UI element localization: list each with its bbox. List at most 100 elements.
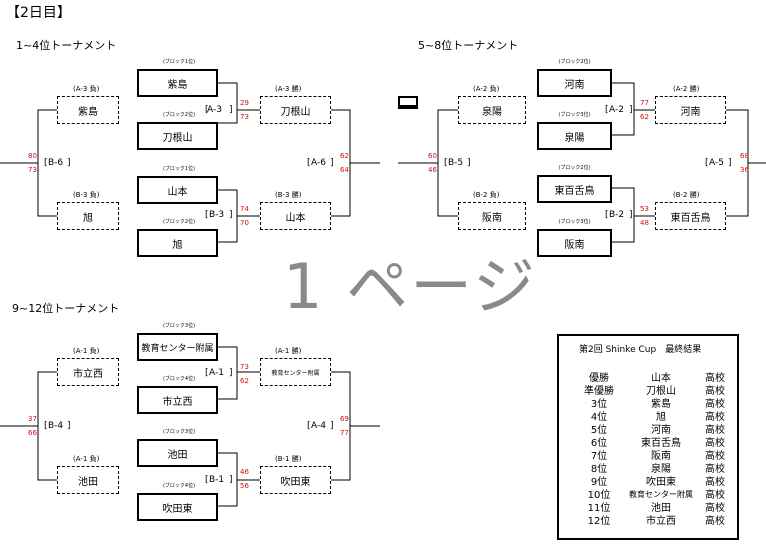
team-box-dashed: 阪南: [458, 202, 526, 230]
bracket-close: ]: [229, 210, 233, 220]
result-team: 河南: [651, 425, 671, 436]
result-suffix: 高校: [705, 503, 725, 514]
bracket-close: ]: [330, 158, 334, 168]
result-rank: 5位: [590, 425, 608, 436]
result-rank: 4位: [590, 412, 608, 423]
winner-label: (A-2 勝): [673, 85, 700, 93]
team-box: 東百舌鳥: [537, 175, 612, 203]
loser-label: (B-3 負): [73, 191, 100, 199]
score: 60: [428, 152, 437, 160]
score: 62: [240, 377, 249, 385]
bracket-close: ]: [67, 421, 71, 431]
seed-label: (ブロック1位): [162, 59, 196, 65]
seed-label: (ブロック2位): [558, 165, 591, 171]
bracket-open: [: [205, 368, 209, 378]
bracket-open: [: [605, 210, 609, 220]
page-watermark: 1 ページ: [283, 250, 537, 323]
bracket1-title: 1~4位トーナメント: [16, 39, 117, 52]
seed-label: (ブロック1位): [162, 166, 196, 172]
bracket-close: ]: [629, 105, 633, 115]
team-box: 池田: [137, 439, 218, 467]
winner-label: (B-3 勝): [275, 191, 302, 199]
bracket3-title: 9~12位トーナメント: [12, 302, 120, 315]
bracket-close: ]: [67, 158, 71, 168]
score: 74: [240, 205, 249, 213]
score: 70: [240, 219, 249, 227]
match-code: B-2: [609, 210, 625, 220]
bracket-close: ]: [229, 368, 233, 378]
score: 53: [640, 205, 649, 213]
score: 48: [640, 219, 649, 227]
team-box: 吹田東: [137, 493, 218, 521]
result-rank: 6位: [590, 438, 608, 449]
page-title: 【2日目】: [6, 5, 71, 21]
loser-label: (A-1 負): [73, 347, 100, 355]
seed-label: (ブロック3位): [558, 219, 591, 225]
score: 37: [28, 415, 37, 423]
bracket-close: ]: [728, 158, 732, 168]
result-rank: 8位: [590, 464, 608, 475]
result-team: 教育センター附属: [629, 490, 693, 499]
match-code: A-3: [207, 105, 222, 115]
result-suffix: 高校: [705, 451, 725, 462]
score: 56: [240, 482, 249, 490]
bracket-close: ]: [229, 475, 233, 485]
score: 73: [240, 363, 249, 371]
result-suffix: 高校: [705, 386, 725, 397]
team-box: 旭: [137, 229, 218, 257]
team-box: 阪南: [537, 229, 612, 257]
result-suffix: 高校: [705, 516, 725, 527]
result-rank: 11位: [587, 503, 611, 514]
score: 68: [740, 152, 749, 160]
score: 36: [740, 166, 749, 174]
bracket2-title: 5~8位トーナメント: [418, 39, 519, 52]
result-rank: 9位: [590, 477, 608, 488]
bracket-open: [: [307, 158, 311, 168]
team-box-dashed: 東百舌鳥: [655, 202, 726, 230]
team-box: 泉陽: [537, 122, 612, 150]
bracket-close: ]: [330, 421, 334, 431]
bracket-open: [: [205, 475, 209, 485]
bracket-open: [: [307, 421, 311, 431]
square-icon: [398, 96, 418, 109]
results-title: 第2回 Shinke Cup 最終結果: [579, 345, 702, 355]
team-box-dashed: 池田: [57, 466, 119, 494]
result-team: 山本: [651, 373, 671, 384]
winner-label: (A-1 勝): [275, 347, 302, 355]
bracket-close: ]: [467, 158, 471, 168]
result-suffix: 高校: [705, 373, 725, 384]
bracket-open: [: [205, 210, 209, 220]
bracket-open: [: [44, 158, 48, 168]
bracket-open: [: [444, 158, 448, 168]
team-box-dashed: 刀根山: [260, 96, 331, 124]
score: 62: [640, 113, 649, 121]
bracket-close: ]: [629, 210, 633, 220]
loser-label: (A-2 負): [473, 85, 500, 93]
result-team: 阪南: [651, 451, 671, 462]
result-team: 東百舌鳥: [641, 438, 681, 449]
loser-label: (A-3 負): [73, 85, 100, 93]
score: 80: [28, 152, 37, 160]
result-suffix: 高校: [705, 490, 725, 501]
result-suffix: 高校: [705, 412, 725, 423]
bracket-open: [: [205, 105, 209, 115]
result-team: 紫島: [651, 399, 671, 410]
bracket-open: [: [605, 105, 609, 115]
result-team: 旭: [656, 412, 666, 423]
result-team: 吹田東: [646, 477, 676, 488]
winner-label: (A-3 勝): [275, 85, 302, 93]
result-suffix: 高校: [705, 464, 725, 475]
match-code: A-6: [311, 158, 326, 168]
seed-label: (ブロック4位): [162, 376, 196, 382]
score: 77: [340, 429, 349, 437]
result-team: 池田: [651, 503, 671, 514]
seed-label: (ブロック2位): [162, 219, 196, 225]
team-box-dashed: 市立西: [57, 358, 119, 386]
match-code: B-4: [48, 421, 64, 431]
seed-label: (ブロック3位): [162, 323, 196, 329]
team-box-dashed: 吹田東: [260, 466, 331, 494]
bracket-open: [: [705, 158, 709, 168]
score: 29: [240, 99, 249, 107]
result-rank: 12位: [587, 516, 611, 527]
team-box-dashed: 旭: [57, 202, 119, 230]
